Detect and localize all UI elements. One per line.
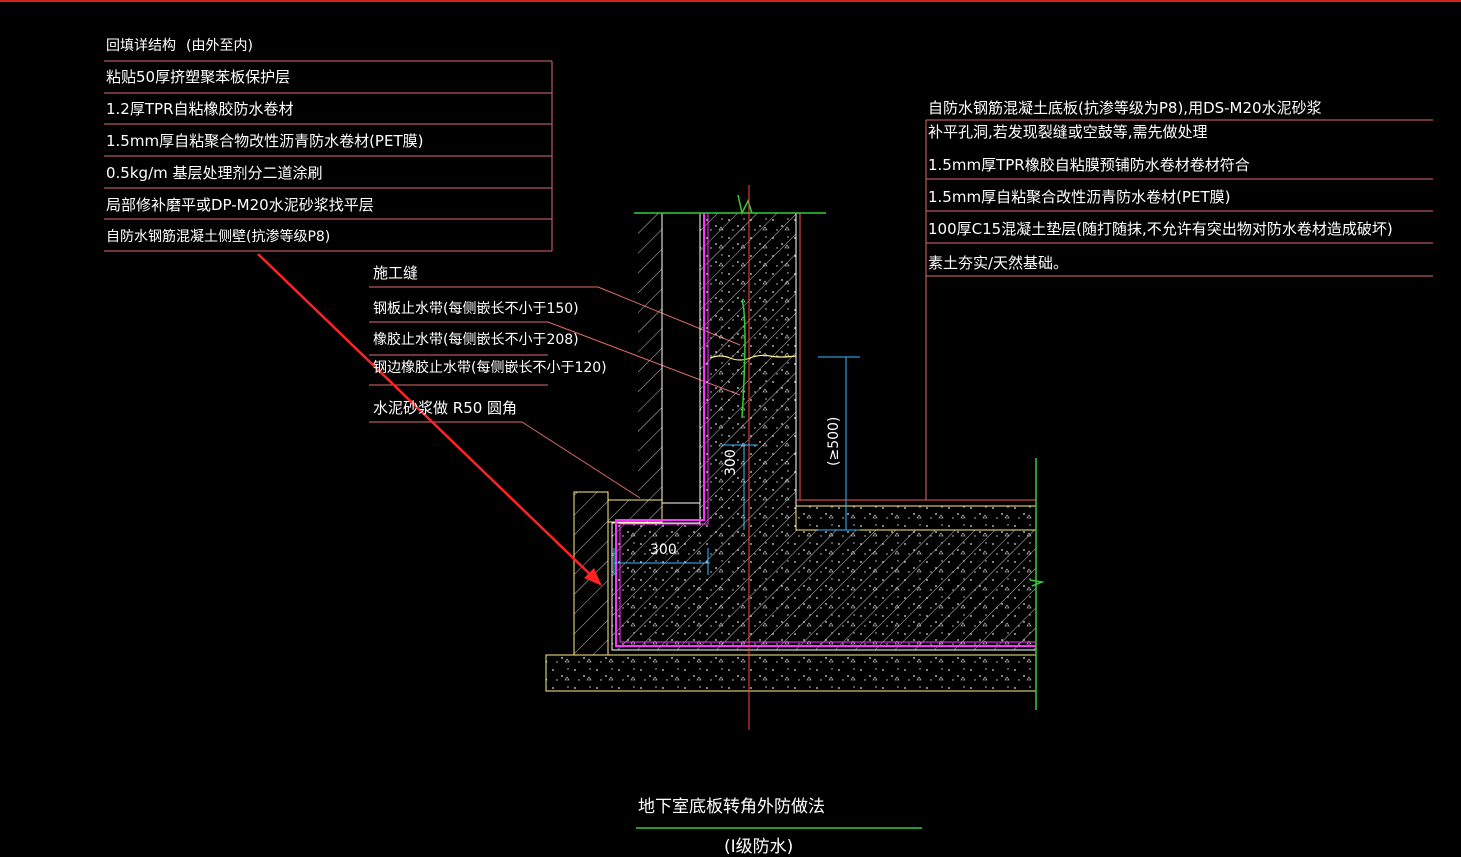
middle-leader-lines bbox=[369, 286, 741, 499]
right-legend-layer: 1.5mm厚TPR橡胶自粘膜预铺防水卷材卷材符合 bbox=[928, 156, 1250, 174]
left-legend-header: 回填详结构 bbox=[106, 38, 176, 54]
left-legend-layer: 1.2厚TPR自粘橡胶防水卷材 bbox=[106, 100, 294, 118]
waterstop bbox=[741, 299, 746, 419]
pointer-arrow bbox=[257, 253, 602, 586]
dimension-height-min: (≥500) bbox=[826, 416, 842, 466]
wall-and-slab bbox=[545, 212, 1037, 692]
right-legend-layer: 1.5mm厚自粘聚合改性沥青防水卷材(PET膜) bbox=[928, 188, 1231, 206]
left-legend-layer: 0.5kg/m 基层处理剂分二道涂刷 bbox=[106, 164, 323, 182]
dimension-vertical-300: 300 bbox=[723, 449, 739, 476]
right-legend-layer: 100厚C15混凝土垫层(随打随抹,不允许有突出物对防水卷材造成破坏) bbox=[928, 220, 1393, 238]
right-legend-lines bbox=[925, 119, 1433, 500]
left-legend-layer: 局部修补磨平或DP-M20水泥砂浆找平层 bbox=[106, 196, 374, 214]
waterproof-membrane bbox=[615, 213, 1036, 647]
dimension-lines bbox=[613, 356, 860, 575]
left-legend-layer: 粘贴50厚挤塑聚苯板保护层 bbox=[106, 68, 291, 86]
left-legend-layer: 1.5mm厚自粘聚合物改性沥青防水卷材(PET膜) bbox=[106, 132, 424, 150]
drawing-subtitle: (Ⅰ级防水) bbox=[724, 837, 794, 857]
steel-waterstop-label: 钢板止水带(每侧嵌长不小于150) bbox=[373, 301, 579, 317]
right-legend-layer: 补平孔洞,若发现裂缝或空鼓等,需先做处理 bbox=[928, 123, 1208, 141]
dimension-horizontal-300: 300 bbox=[650, 542, 677, 558]
rubber-waterstop-label: 橡胶止水带(每侧嵌长不小于208) bbox=[373, 332, 579, 348]
fillet-label: 水泥砂浆做 R50 圆角 bbox=[373, 399, 518, 417]
construction-joint-label: 施工缝 bbox=[373, 264, 419, 282]
right-legend-layer: 素土夯实/天然基础。 bbox=[928, 254, 1069, 272]
drawing-title: 地下室底板转角外防做法 bbox=[638, 797, 825, 817]
left-legend-lines bbox=[104, 60, 553, 252]
right-legend-layer: 自防水钢筋混凝土底板(抗渗等级为P8),用DS-M20水泥砂浆 bbox=[928, 99, 1322, 117]
left-legend-header-note: (由外至内) bbox=[186, 38, 253, 54]
left-legend-layer: 自防水钢筋混凝土侧壁(抗渗等级P8) bbox=[106, 229, 331, 245]
steel-rubber-waterstop-label: 钢边橡胶止水带(每侧嵌长不小于120) bbox=[373, 360, 607, 376]
